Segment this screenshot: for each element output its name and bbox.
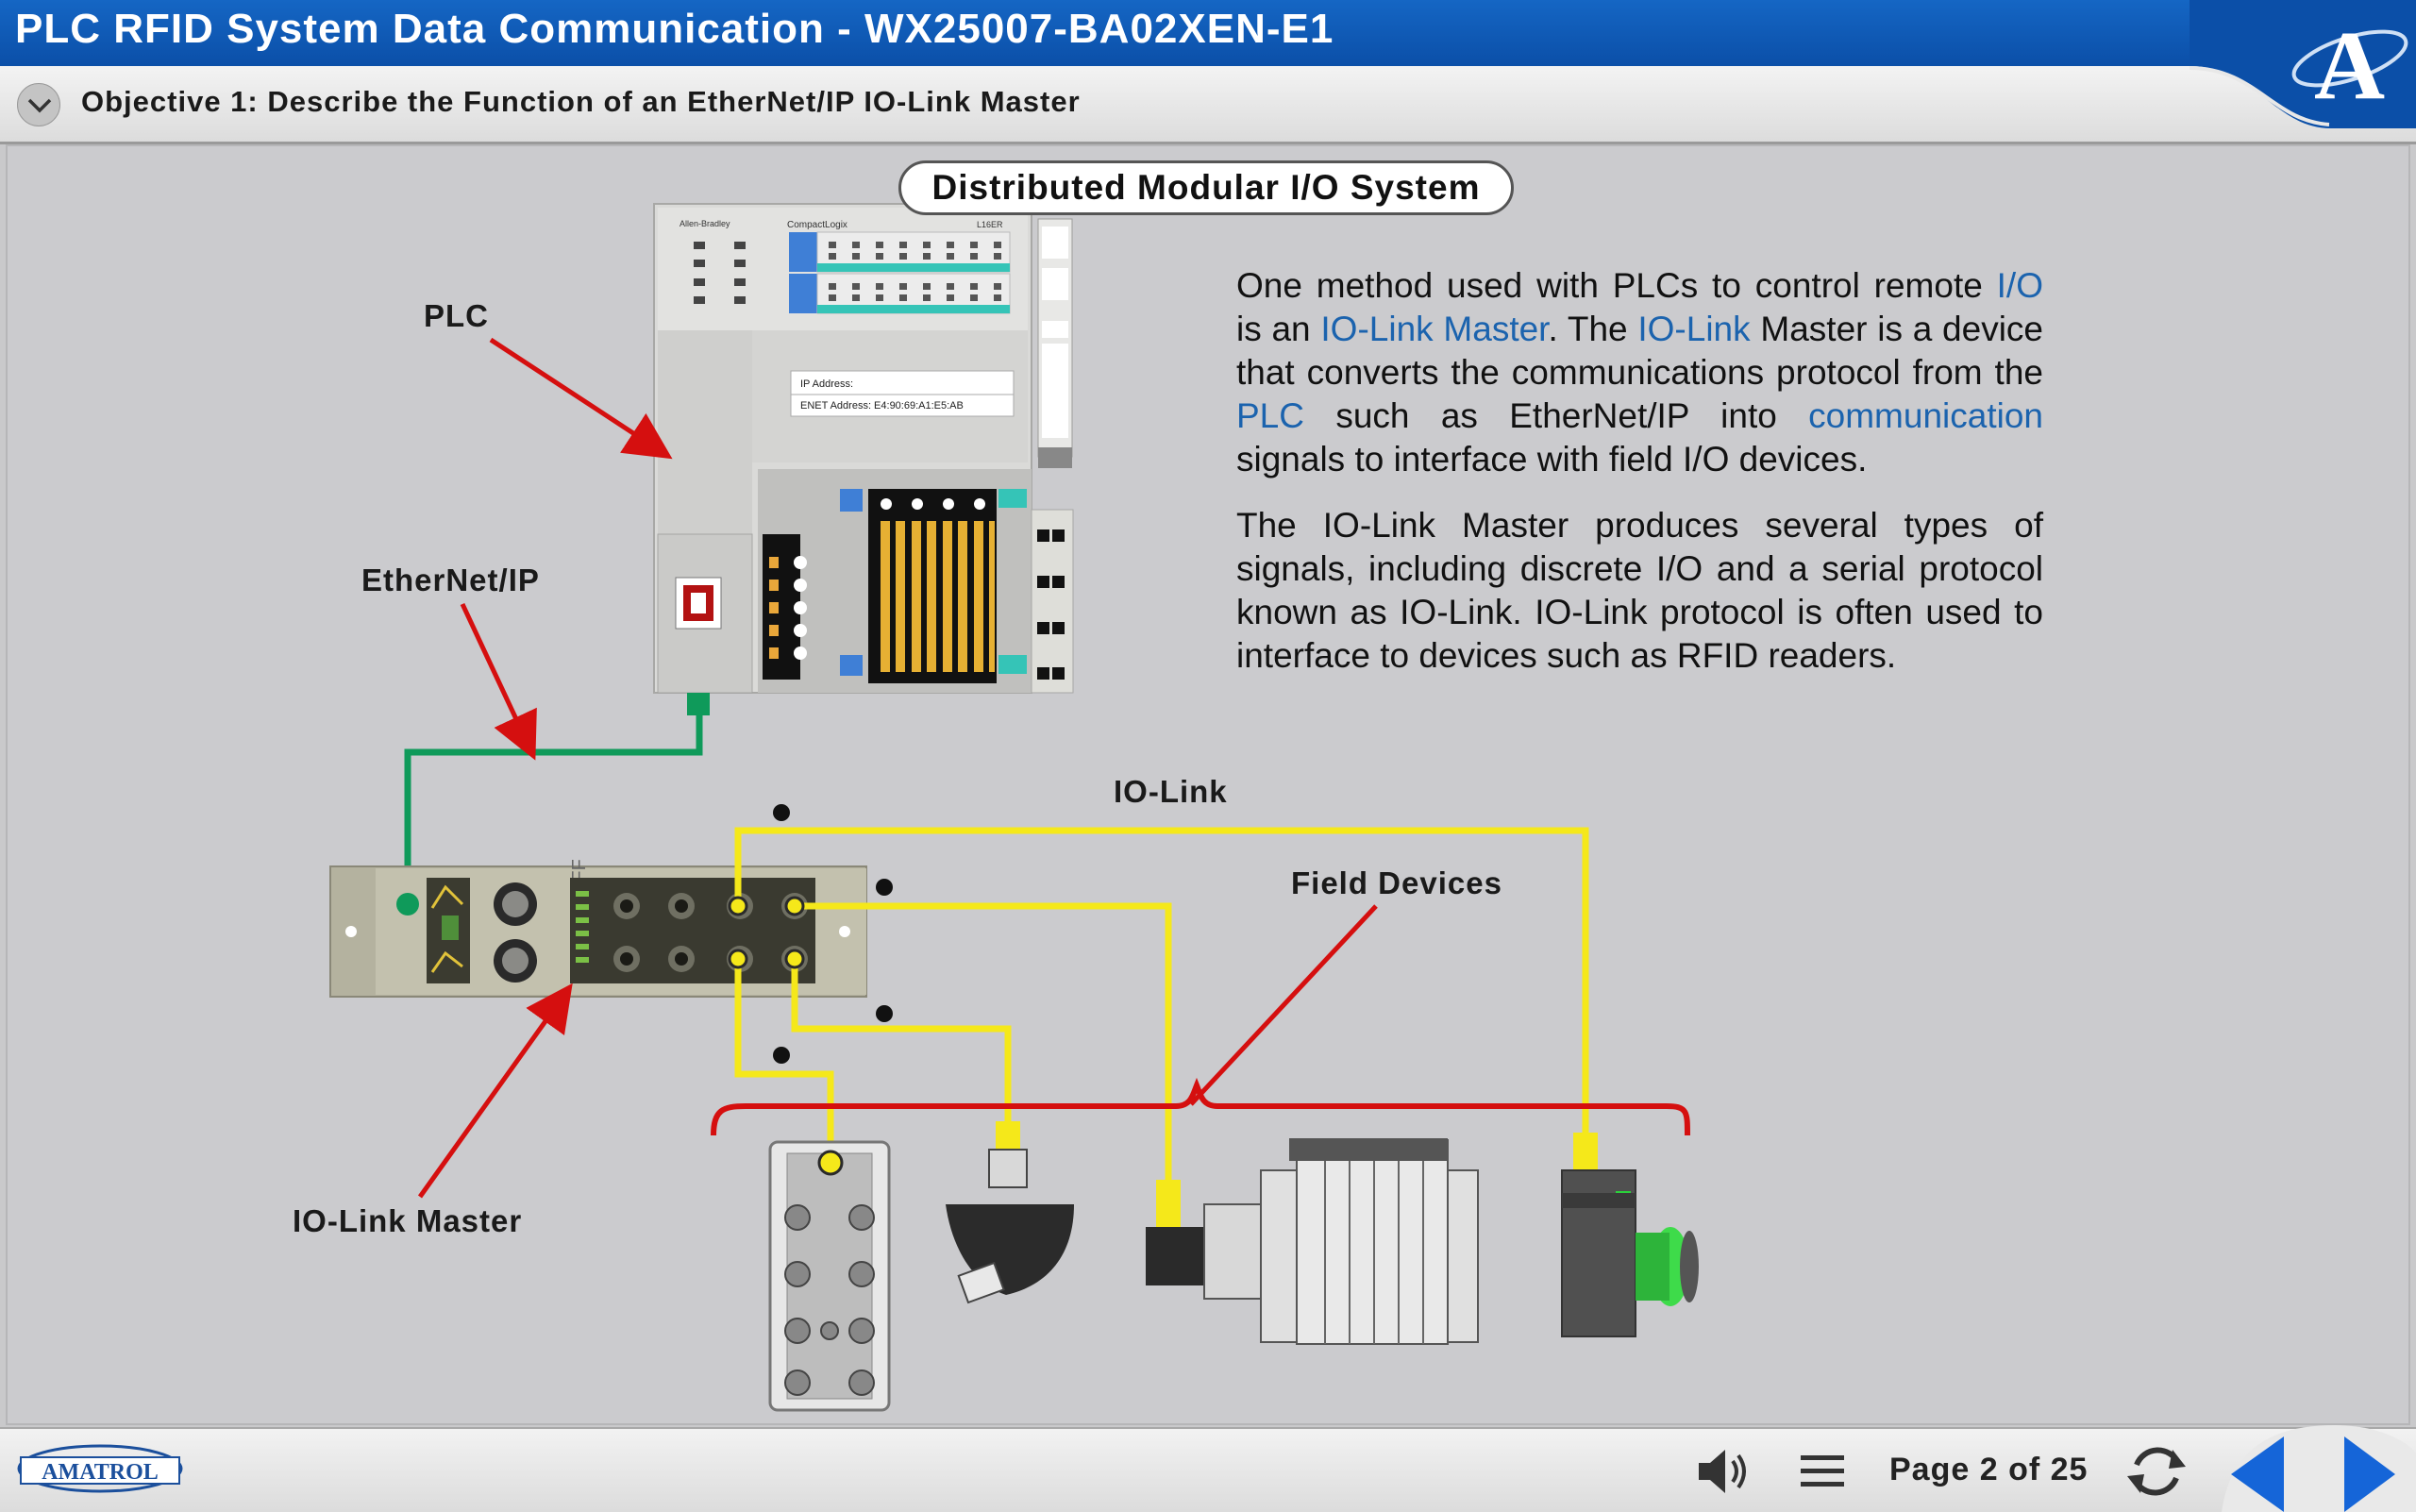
description-paragraph-1: One method used with PLCs to control rem…	[1236, 264, 2043, 481]
iolink-master-device[interactable]: BALLUFF	[329, 859, 867, 998]
description-text-segment: is an	[1236, 310, 1321, 348]
field-devices-label: Field Devices	[1291, 865, 1502, 900]
prev-arrow-icon[interactable]	[2231, 1436, 2284, 1512]
description-text-segment: . The	[1548, 310, 1638, 348]
plc-device[interactable]: Allen-Bradley CompactLogix L16ER	[653, 203, 1074, 715]
plc-part: L16ER	[977, 220, 1003, 229]
iolink-cables	[734, 827, 1589, 1189]
plc-pointer-arrow	[489, 337, 673, 460]
ethernet-label: EtherNet/IP	[361, 563, 540, 597]
field-devices-pointer	[1189, 904, 1378, 1106]
glossary-link[interactable]: IO-Link	[1637, 310, 1751, 348]
objective-bar: Objective 1: Describe the Function of an…	[0, 66, 2416, 144]
amatrol-a-logo[interactable]: A	[2190, 0, 2416, 128]
description-text: One method used with PLCs to control rem…	[1236, 264, 2043, 700]
volume-icon[interactable]	[1695, 1446, 1753, 1497]
glossary-link[interactable]: IO-Link Master	[1320, 310, 1549, 348]
description-paragraph-2: The IO-Link Master produces several type…	[1236, 506, 2043, 675]
motor-device[interactable]	[1146, 1138, 1479, 1345]
objective-toggle-button[interactable]	[17, 83, 60, 126]
plc-ip-label: IP Address:	[800, 378, 853, 390]
iolink-master-label: IO-Link Master	[293, 1203, 523, 1238]
plc-brand: Allen-Bradley	[680, 219, 730, 228]
chevron-down-icon	[27, 98, 52, 113]
logo-letter: A	[2314, 11, 2385, 120]
glossary-link[interactable]: I/O	[1996, 266, 2043, 305]
objective-text: Objective 1: Describe the Function of an…	[81, 85, 1081, 118]
app-title: PLC RFID System Data Communication - WX2…	[15, 6, 1334, 52]
glossary-link[interactable]: PLC	[1236, 396, 1304, 435]
ethernet-cable	[404, 714, 703, 904]
rfid-reader-device[interactable]	[1561, 1133, 1699, 1337]
amatrol-logo-text: AMATROL	[42, 1460, 159, 1485]
ethernet-pointer-arrow	[460, 602, 537, 761]
iolink-label: IO-Link	[1114, 774, 1228, 809]
proximity-sensor-device[interactable]	[946, 1121, 1074, 1304]
master-pointer-arrow	[417, 983, 573, 1199]
distribution-box-device[interactable]	[768, 1140, 891, 1412]
nav-arrows	[2222, 1425, 2416, 1512]
amatrol-logo[interactable]: AMATROL	[15, 1440, 185, 1497]
plc-model: CompactLogix	[787, 220, 847, 230]
section-title: Distributed Modular I/O System	[898, 160, 1514, 215]
description-text-segment: Master is a device that converts the com…	[1236, 310, 2043, 392]
title-bar: PLC RFID System Data Communication - WX2…	[0, 0, 2416, 66]
next-arrow-icon[interactable]	[2344, 1436, 2395, 1512]
description-text-segment: One method used with PLCs to control rem…	[1236, 266, 1997, 305]
footer-bar: AMATROL Page 2 of 25	[0, 1425, 2416, 1512]
page-number: Page 2 of 25	[1889, 1452, 2089, 1487]
menu-icon[interactable]	[1799, 1452, 1846, 1491]
description-text-segment: signals to interface with field I/O devi…	[1236, 440, 1868, 479]
refresh-icon[interactable]	[2123, 1442, 2190, 1501]
plc-enet-label: ENET Address: E4:90:69:A1:E5:AB	[800, 400, 964, 412]
description-text-segment: such as EtherNet/IP into	[1303, 396, 1809, 435]
glossary-link[interactable]: communication	[1808, 396, 2043, 435]
field-devices-bracket	[711, 1077, 1690, 1136]
plc-label: PLC	[424, 298, 489, 333]
